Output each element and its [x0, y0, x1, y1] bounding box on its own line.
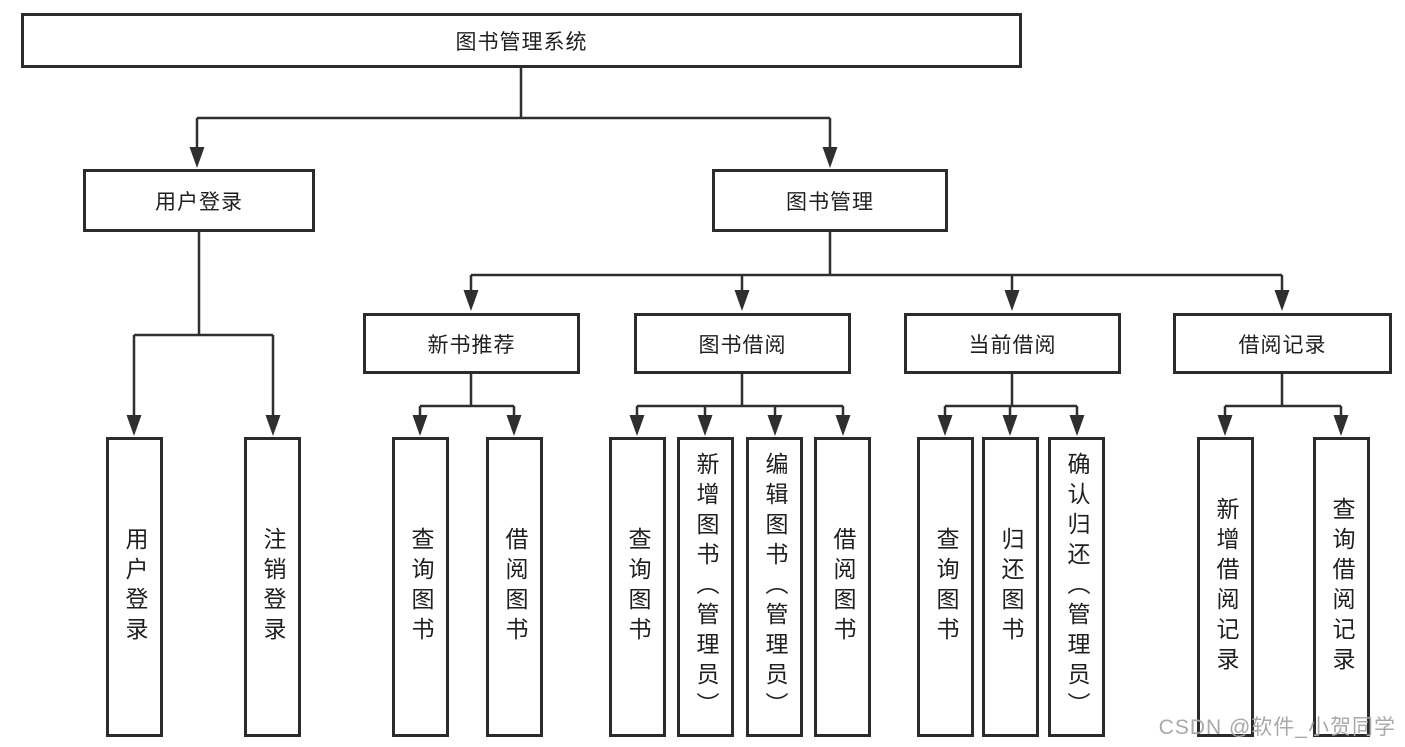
node-borrowing-records: 借阅记录 [1173, 313, 1392, 374]
leaf-borrow-books-borrowing: 借阅图书 [814, 437, 871, 737]
arrow-down-icon [629, 415, 645, 436]
arrow-down-icon [126, 415, 142, 436]
arrow-down-icon [412, 415, 428, 436]
connector-line [1223, 374, 1343, 416]
node-label: 注销登录 [260, 527, 286, 647]
leaf-logout-login: 注销登录 [244, 437, 301, 737]
node-label: 用户登录 [155, 190, 243, 214]
arrow-down-icon [697, 415, 713, 436]
connector-line [418, 374, 516, 416]
node-label: 新书推荐 [427, 333, 516, 357]
node-label: 查询借阅记录 [1329, 497, 1355, 677]
connector-root-to-level2 [189, 68, 838, 168]
arrow-down-icon [1002, 415, 1018, 436]
arrow-down-icon [835, 415, 851, 436]
node-book-borrowing: 图书借阅 [634, 313, 851, 374]
arrow-down-icon [1333, 415, 1349, 436]
arrow-down-icon [734, 290, 750, 311]
arrow-down-icon [463, 290, 479, 311]
arrow-down-icon [506, 415, 522, 436]
node-label: 确认归还（管理员） [1064, 452, 1090, 722]
node-label: 借阅图书 [830, 527, 856, 647]
node-label: 查询图书 [625, 527, 651, 647]
connector-line [469, 232, 1284, 291]
node-new-book-recommendation: 新书推荐 [363, 313, 580, 374]
node-book-management: 图书管理 [712, 169, 948, 232]
leaf-return-books: 归还图书 [982, 437, 1039, 737]
csdn-watermark: CSDN @软件_小贺同学 [1158, 716, 1396, 739]
connector-book-borrowing-children [629, 374, 851, 436]
node-label: 新增借阅记录 [1213, 497, 1239, 677]
arrow-down-icon [189, 147, 205, 168]
node-label: 图书管理系统 [455, 30, 588, 54]
node-label: 借阅记录 [1238, 333, 1327, 357]
connector-current-borrowing-children [937, 374, 1085, 436]
node-label: 归还图书 [998, 527, 1024, 647]
arrow-down-icon [1217, 415, 1233, 436]
node-library-system: 图书管理系统 [21, 13, 1022, 68]
connector-borrowing-records-children [1217, 374, 1349, 436]
arrow-down-icon [1069, 415, 1085, 436]
leaf-edit-books-admin: 编辑图书（管理员） [746, 437, 803, 737]
connector-line [195, 68, 832, 148]
node-label: 借阅图书 [502, 527, 528, 647]
connector-book-management-to-level3 [463, 232, 1290, 311]
connector-user-login-children [126, 232, 281, 436]
connector-line [635, 374, 845, 416]
connector-new-book-recommendation-children [412, 374, 522, 436]
leaf-confirm-return-admin: 确认归还（管理员） [1048, 437, 1105, 737]
arrow-down-icon [767, 415, 783, 436]
node-label: 图书管理 [786, 190, 874, 214]
node-label: 新增图书（管理员） [693, 452, 719, 722]
node-label: 图书借阅 [698, 333, 787, 357]
arrow-down-icon [1004, 290, 1020, 311]
node-label: 当前借阅 [968, 333, 1057, 357]
arrow-down-icon [822, 147, 838, 168]
node-label: 查询图书 [933, 527, 959, 647]
node-user-login: 用户登录 [83, 169, 315, 232]
leaf-query-borrow-record: 查询借阅记录 [1313, 437, 1370, 737]
leaf-query-books-recommend: 查询图书 [392, 437, 449, 737]
arrow-down-icon [937, 415, 953, 436]
connector-line [943, 374, 1079, 416]
connector-line [132, 232, 275, 416]
node-label: 查询图书 [408, 527, 434, 647]
leaf-query-books-current: 查询图书 [917, 437, 974, 737]
leaf-borrow-books-recommend: 借阅图书 [486, 437, 543, 737]
node-label: 用户登录 [122, 527, 148, 647]
leaf-query-books-borrowing: 查询图书 [609, 437, 666, 737]
node-label: 编辑图书（管理员） [762, 452, 788, 722]
arrow-down-icon [1274, 290, 1290, 311]
leaf-add-borrow-record: 新增借阅记录 [1197, 437, 1254, 737]
leaf-add-books-admin: 新增图书（管理员） [677, 437, 734, 737]
leaf-user-login: 用户登录 [106, 437, 163, 737]
node-current-borrowing: 当前借阅 [904, 313, 1121, 374]
arrow-down-icon [265, 415, 281, 436]
